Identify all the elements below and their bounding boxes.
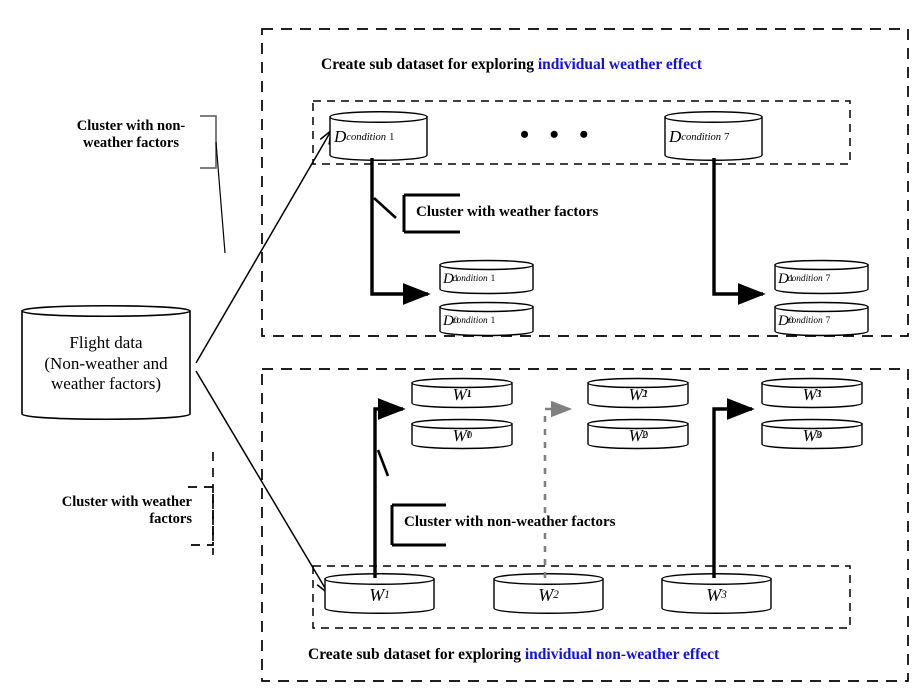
cylinder-d-condition-1 xyxy=(329,111,428,161)
pointer-tick-top xyxy=(373,197,397,219)
label-cluster-weather: Cluster with weather factors xyxy=(20,494,192,527)
arrow-w1-to-children xyxy=(373,398,406,578)
cylinder-d0-condition-7 xyxy=(774,301,869,337)
label-bracket-bottom xyxy=(390,503,446,547)
top-panel-title-black: Create sub dataset for exploring xyxy=(321,56,538,73)
bottom-panel-title-blue: individual non-weather effect xyxy=(524,646,720,663)
cylinder-w1 xyxy=(324,573,435,614)
bracket-non-weather xyxy=(200,115,226,254)
label-cluster-non-weather: Cluster with non- weather factors xyxy=(56,118,206,151)
label-bracket-top xyxy=(402,193,460,234)
ellipsis-top-parents: • • • xyxy=(520,120,596,149)
cylinder-d0-condition-1 xyxy=(439,301,534,337)
cylinder-w2 xyxy=(493,573,604,614)
arrow-source-to-top xyxy=(195,128,333,364)
label-cluster-weather-line2: factors xyxy=(149,510,192,527)
cylinder-d-condition-7 xyxy=(664,111,763,161)
top-parents-group-box xyxy=(312,100,851,165)
arrow-source-to-bottom xyxy=(195,370,330,596)
cylinder-d1-condition-1 xyxy=(439,259,534,295)
arrow-dcond1-to-children xyxy=(370,158,431,305)
cylinder-w2-sup0 xyxy=(587,418,689,450)
cylinder-w3 xyxy=(661,573,772,614)
cylinder-w3-sup1 xyxy=(761,377,863,409)
label-cluster-with-non-weather-factors: Cluster with non-weather factors xyxy=(402,514,618,531)
top-panel-title-blue: individual weather effect xyxy=(537,56,703,73)
label-cluster-non-weather-line1: Cluster with non- xyxy=(76,118,186,134)
arrow-dcond7-to-children xyxy=(712,158,766,305)
cylinder-d1-condition-7 xyxy=(774,259,869,295)
cylinder-w3-sup0 xyxy=(761,418,863,450)
label-cluster-with-weather-factors: Cluster with weather factors xyxy=(414,204,601,221)
pointer-tick-bottom xyxy=(376,449,390,477)
flight-data-cylinder xyxy=(21,304,191,421)
top-panel-border xyxy=(261,28,909,337)
top-panel-title: Create sub dataset for exploring individ… xyxy=(321,56,702,74)
arrow-w2-to-children xyxy=(543,400,573,578)
bottom-panel-border xyxy=(261,368,909,682)
bottom-panel-title-black: Create sub dataset for exploring xyxy=(308,646,525,663)
cylinder-w1-sup0 xyxy=(411,418,513,450)
arrow-w3-to-children xyxy=(712,398,755,578)
cylinder-w2-sup1 xyxy=(587,377,689,409)
label-cluster-non-weather-line2: weather factors xyxy=(83,134,179,151)
vertical-ellipsis-bottom: .. xyxy=(374,476,378,498)
label-cluster-weather-line1: Cluster with weather xyxy=(61,494,192,510)
cylinder-w1-sup1 xyxy=(411,377,513,409)
bottom-parents-group-box xyxy=(312,565,851,629)
bracket-weather xyxy=(188,452,214,555)
bottom-panel-title: Create sub dataset for exploring individ… xyxy=(308,646,719,664)
